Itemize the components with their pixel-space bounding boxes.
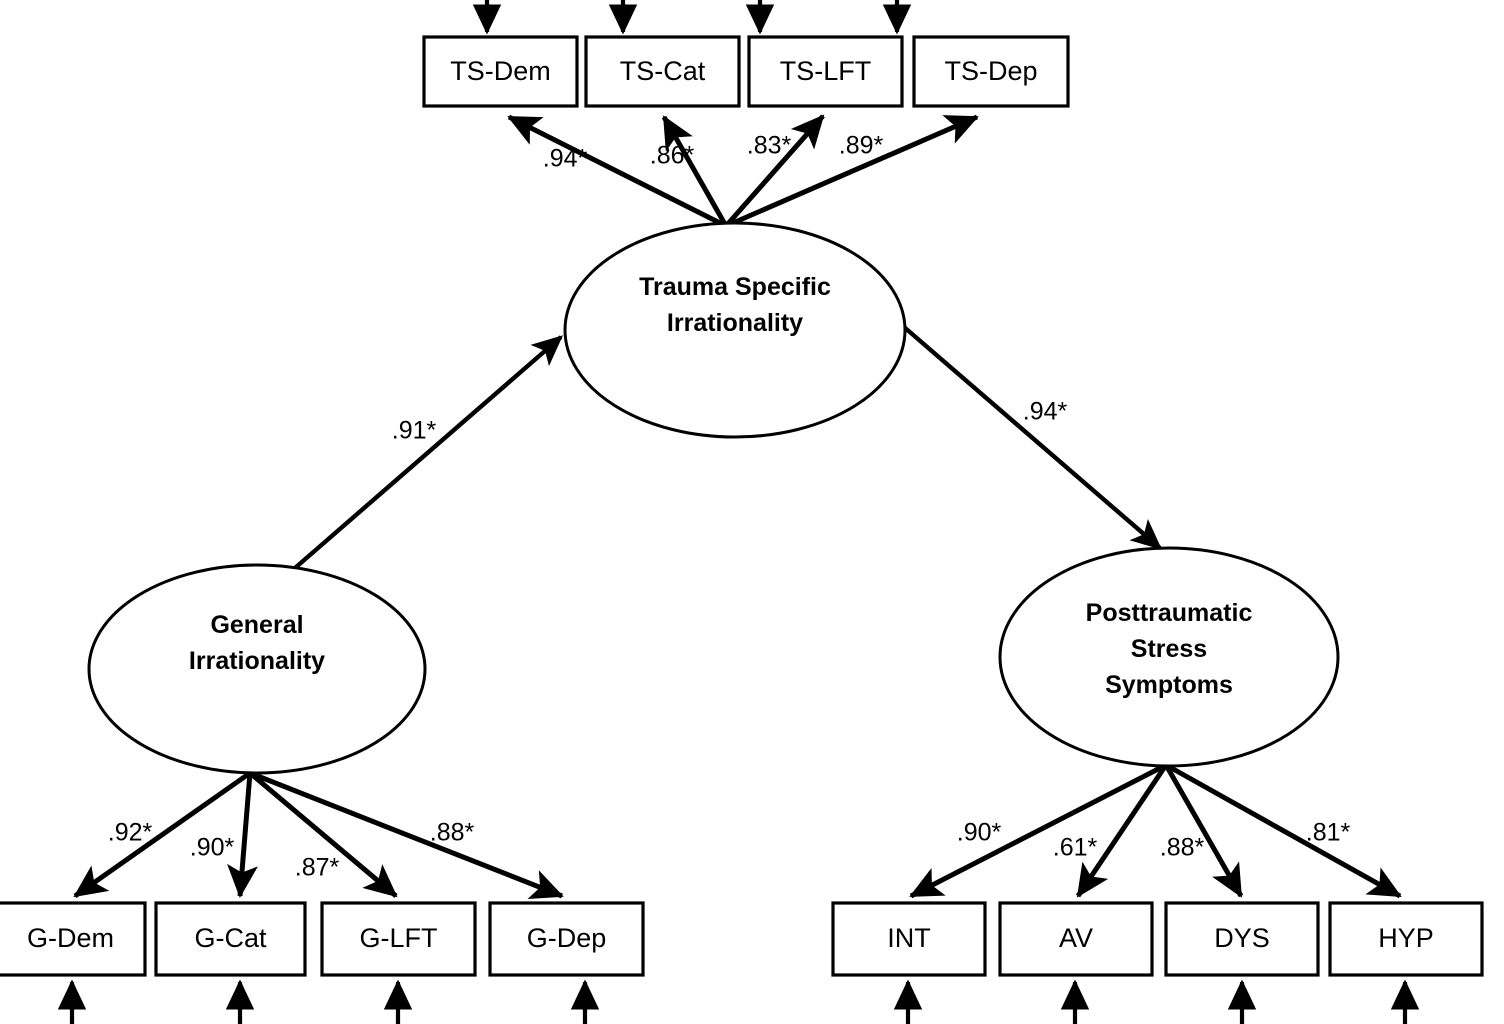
loading-line-g-dep <box>249 770 564 900</box>
node-ts-cat[interactable]: TS-Cat <box>584 35 741 108</box>
node-hyp[interactable]: HYP <box>1328 901 1484 977</box>
node-dys-label: DYS <box>1214 923 1270 953</box>
loading-line-ts-dem <box>507 114 728 229</box>
latent-ptss-label-line2: Stress <box>1131 635 1207 663</box>
node-dys-rect[interactable] <box>1164 901 1320 977</box>
latent-ptss-label-line1: Posttraumatic <box>1086 599 1253 627</box>
node-g-dem-rect[interactable] <box>0 901 147 977</box>
coefficient-g-cat: .90* <box>190 834 235 862</box>
loadings-ptss-group <box>909 762 1402 899</box>
loading-line-av <box>1075 763 1169 898</box>
node-av-rect[interactable] <box>998 901 1154 977</box>
indicator-boxes-bottom-right: INT AV DYS HYP <box>831 901 1484 977</box>
loading-line-g-lft <box>248 771 398 898</box>
latent-general-irrationality-label-line2: Irrationality <box>189 647 325 675</box>
indicator-boxes-bottom-left: G-Dem G-Cat G-LFT G-Dep <box>0 901 645 977</box>
coefficient-hyp: .81* <box>1306 819 1351 847</box>
latent-ptss-label-line3: Symptoms <box>1105 671 1233 699</box>
coefficient-g-dep: .88* <box>430 819 475 847</box>
coefficient-general-to-trauma: .91* <box>392 417 437 445</box>
structural-line-trauma-to-ptss <box>902 325 1162 550</box>
coefficient-av: .61* <box>1053 834 1098 862</box>
node-av[interactable]: AV <box>998 901 1154 977</box>
loadings-trauma-specific-group <box>507 114 979 229</box>
node-ts-cat-rect[interactable] <box>584 35 741 108</box>
coefficient-labels-ptss: .90* .61* .88* .81* <box>957 819 1351 862</box>
node-ts-lft-rect[interactable] <box>747 35 904 108</box>
node-g-dem-label: G-Dem <box>27 923 114 953</box>
coefficient-g-lft: .87* <box>295 854 340 882</box>
latent-trauma-specific-label-line1: Trauma Specific <box>639 273 831 301</box>
coefficient-ts-dem: .94* <box>543 145 588 173</box>
node-int-label: INT <box>887 923 931 953</box>
latent-general-irrationality-label-line1: General <box>210 611 303 639</box>
node-int-rect[interactable] <box>831 901 987 977</box>
coefficient-labels-structural: .91* .94* <box>392 398 1068 445</box>
coefficient-trauma-to-ptss: .94* <box>1023 398 1068 426</box>
node-ts-lft[interactable]: TS-LFT <box>747 35 904 108</box>
loading-line-ts-dep <box>725 114 979 229</box>
latent-trauma-specific-ellipse[interactable] <box>563 221 907 439</box>
loading-line-g-cat <box>227 772 258 898</box>
node-ts-dem-rect[interactable] <box>422 35 579 108</box>
node-g-dep-rect[interactable] <box>488 901 645 977</box>
loading-line-hyp <box>1164 762 1402 899</box>
node-g-lft-rect[interactable] <box>320 901 477 977</box>
node-ts-dep-label: TS-Dep <box>944 56 1037 86</box>
latent-trauma-specific-irrationality[interactable]: Trauma Specific Irrationality <box>563 221 907 439</box>
node-g-cat-rect[interactable] <box>154 901 307 977</box>
structural-line-general-to-trauma <box>293 335 563 570</box>
node-g-lft[interactable]: G-LFT <box>320 901 477 977</box>
coefficient-ts-cat: .86* <box>650 142 695 170</box>
coefficient-ts-lft: .83* <box>747 132 792 160</box>
coefficient-labels-general: .92* .90* .87* .88* <box>108 819 475 882</box>
node-g-cat[interactable]: G-Cat <box>154 901 307 977</box>
loading-line-int <box>909 762 1168 899</box>
latent-general-irrationality-ellipse[interactable] <box>87 563 427 775</box>
latent-posttraumatic-stress-symptoms[interactable]: Posttraumatic Stress Symptoms <box>998 546 1340 768</box>
node-g-dem[interactable]: G-Dem <box>0 901 147 977</box>
loading-line-dys <box>1163 763 1244 898</box>
node-hyp-label: HYP <box>1378 923 1434 953</box>
node-dys[interactable]: DYS <box>1164 901 1320 977</box>
coefficient-int: .90* <box>957 819 1002 847</box>
node-hyp-rect[interactable] <box>1328 901 1484 977</box>
loading-line-ts-lft <box>724 114 825 228</box>
coefficient-g-dem: .92* <box>108 819 153 847</box>
node-g-lft-label: G-LFT <box>360 923 438 953</box>
node-ts-cat-label: TS-Cat <box>620 56 706 86</box>
coefficient-labels-trauma-specific: .94* .86* .83* .89* <box>543 132 884 173</box>
node-g-dep[interactable]: G-Dep <box>488 901 645 977</box>
coefficient-dys: .88* <box>1160 834 1205 862</box>
node-ts-lft-label: TS-LFT <box>780 56 872 86</box>
loading-line-ts-cat <box>661 115 729 228</box>
residual-arrows-top-group <box>472 0 912 35</box>
latent-ptss-ellipse[interactable] <box>998 546 1340 768</box>
loadings-general-group <box>73 770 564 900</box>
latent-trauma-specific-label-line2: Irrationality <box>667 309 803 337</box>
residual-arrows-bottom-group <box>57 979 1420 1024</box>
indicator-boxes-top: TS-Dem TS-Cat TS-LFT TS-Dep <box>422 35 1070 108</box>
node-av-label: AV <box>1059 923 1093 953</box>
latent-general-irrationality[interactable]: General Irrationality <box>87 563 427 775</box>
coefficient-ts-dep: .89* <box>839 132 884 160</box>
node-ts-dep[interactable]: TS-Dep <box>912 35 1070 108</box>
node-ts-dep-rect[interactable] <box>912 35 1070 108</box>
loading-line-g-dem <box>73 770 252 899</box>
node-g-cat-label: G-Cat <box>194 923 267 953</box>
node-ts-dem[interactable]: TS-Dem <box>422 35 579 108</box>
structural-paths-group <box>293 325 1162 570</box>
node-ts-dem-label: TS-Dem <box>450 56 551 86</box>
node-g-dep-label: G-Dep <box>527 923 607 953</box>
node-int[interactable]: INT <box>831 901 987 977</box>
